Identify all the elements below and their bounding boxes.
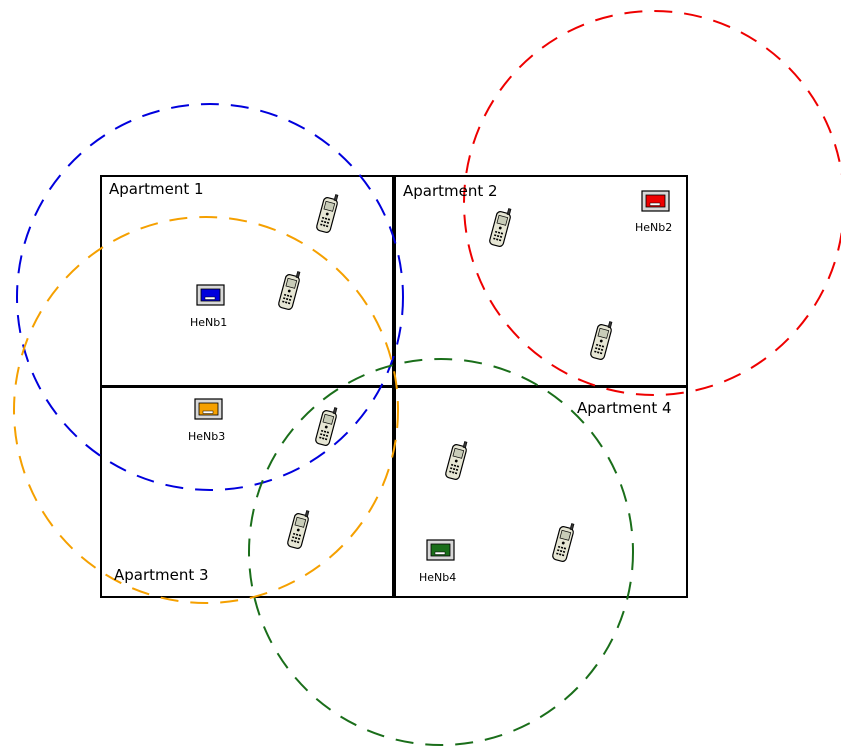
apartment-1-label: Apartment 1 — [109, 180, 204, 198]
apartment-1-room — [100, 175, 394, 387]
mobile-phone-icon — [444, 438, 470, 481]
apartment-3-label: Apartment 3 — [114, 566, 209, 584]
henb1-coverage-circle — [16, 103, 404, 491]
mobile-phone-icon — [551, 520, 577, 563]
mobile-phone-icon — [314, 404, 340, 447]
henb1-base-station-icon — [196, 284, 225, 306]
henb4-label: HeNb4 — [419, 571, 456, 584]
mobile-phone-icon — [315, 191, 341, 234]
henb3-base-station-icon — [194, 398, 223, 420]
mobile-phone-icon — [286, 507, 312, 550]
henb2-base-station-icon — [641, 190, 670, 212]
apartment-4-label: Apartment 4 — [577, 399, 672, 417]
mobile-phone-icon — [277, 268, 303, 311]
apartment-2-label: Apartment 2 — [403, 182, 498, 200]
henb4-base-station-icon — [426, 539, 455, 561]
henb3-label: HeNb3 — [188, 430, 225, 443]
henb1-label: HeNb1 — [190, 316, 227, 329]
henb3-coverage-circle — [13, 216, 399, 604]
mobile-phone-icon — [589, 318, 615, 361]
mobile-phone-icon — [488, 205, 514, 248]
apartment-4-room — [394, 386, 688, 598]
henb2-label: HeNb2 — [635, 221, 672, 234]
henb4-coverage-circle — [248, 358, 634, 746]
apartment-3-room — [100, 386, 394, 598]
